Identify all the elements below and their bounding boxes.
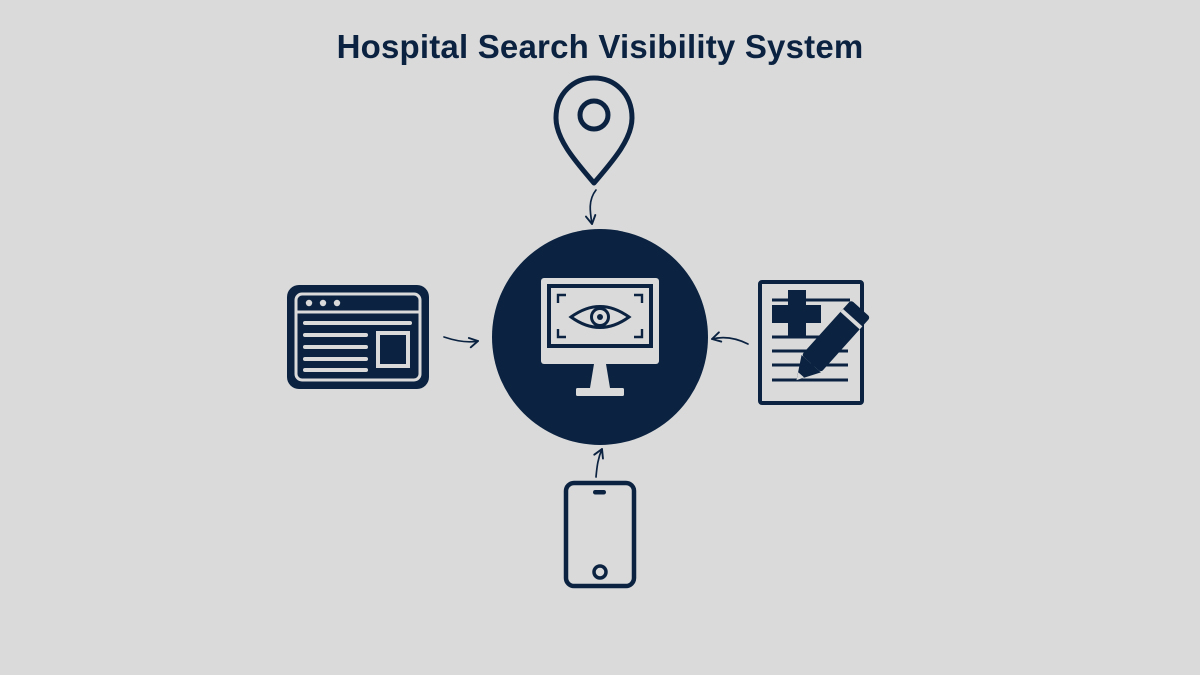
connector-left xyxy=(443,336,479,349)
center-hub xyxy=(492,229,708,445)
location-pin-icon xyxy=(553,75,635,186)
smartphone-icon xyxy=(563,480,637,589)
monitor-eye-icon xyxy=(541,278,659,396)
browser-window-icon xyxy=(287,285,429,389)
page-title: Hospital Search Visibility System xyxy=(336,28,864,65)
connector-right xyxy=(711,331,749,345)
medical-record-pen-icon xyxy=(758,280,870,405)
connector-top xyxy=(584,189,597,225)
connector-bottom xyxy=(593,448,604,478)
